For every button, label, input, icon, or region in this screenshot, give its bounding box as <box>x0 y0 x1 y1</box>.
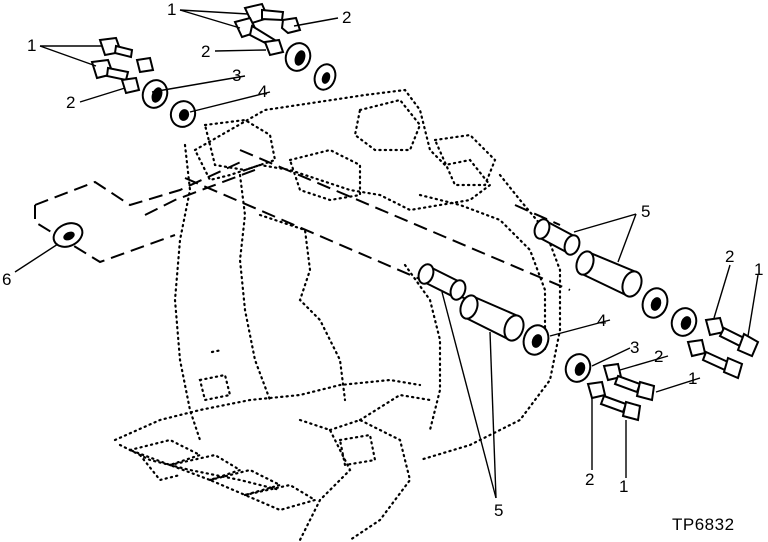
callout-1-left: 1 <box>27 36 36 55</box>
washer-top-1 <box>313 63 337 91</box>
bolt-right-2 <box>701 350 744 380</box>
leader-lines <box>14 9 759 499</box>
callout-labels: 1 2 1 2 3 2 4 5 6 2 1 4 3 2 1 2 1 5 <box>2 0 763 520</box>
nut-top-2 <box>263 38 285 57</box>
washer-right-1 <box>641 287 669 319</box>
callout-4-top: 4 <box>258 82 267 101</box>
callout-2-left: 2 <box>66 93 75 112</box>
shim-left-1 <box>141 79 169 109</box>
bolt-right-1 <box>718 326 760 358</box>
nut-left-2 <box>120 76 141 95</box>
bolt-right-4 <box>599 394 642 422</box>
bucket-outline <box>113 88 562 542</box>
bolt-left-2 <box>90 58 130 82</box>
nut-right-2 <box>686 338 707 358</box>
top-hardware-group <box>90 2 337 128</box>
callout-1-bottom: 1 <box>619 477 628 496</box>
shim-right-1 <box>670 307 698 337</box>
nut-top-1 <box>280 16 302 35</box>
callout-2-top: 2 <box>342 8 351 27</box>
callout-3-right: 3 <box>630 338 639 357</box>
callout-2-right-mid: 2 <box>654 347 663 366</box>
washer-item-6 <box>52 222 84 248</box>
callout-1-top: 1 <box>167 0 176 19</box>
shim-right-2 <box>564 353 592 383</box>
nut-left-1 <box>135 56 155 74</box>
pin-item-5-b <box>575 250 643 298</box>
washer-left-1 <box>169 100 197 128</box>
bolt-right-3 <box>613 374 656 402</box>
callout-3-top: 3 <box>232 66 241 85</box>
callout-5-right: 5 <box>641 202 650 221</box>
figure-id: TP6832 <box>672 515 735 534</box>
callout-1-right: 1 <box>754 260 763 279</box>
callout-6: 6 <box>2 270 11 289</box>
right-pins-group <box>417 218 760 422</box>
washer-right-2 <box>522 324 550 356</box>
pin-item-5-c <box>417 263 467 301</box>
callout-2-right: 2 <box>725 247 734 266</box>
callout-2-mid: 2 <box>201 42 210 61</box>
pin-item-5-d <box>459 294 525 342</box>
pin-item-5-a <box>533 218 581 256</box>
callout-4-right: 4 <box>597 311 606 330</box>
shim-top-1 <box>284 42 312 72</box>
bolt-left-1 <box>98 36 134 59</box>
callout-2-bottom: 2 <box>585 470 594 489</box>
callout-1-right-mid: 1 <box>688 369 697 388</box>
nut-right-4 <box>586 380 607 400</box>
callout-5-bottom: 5 <box>494 501 503 520</box>
